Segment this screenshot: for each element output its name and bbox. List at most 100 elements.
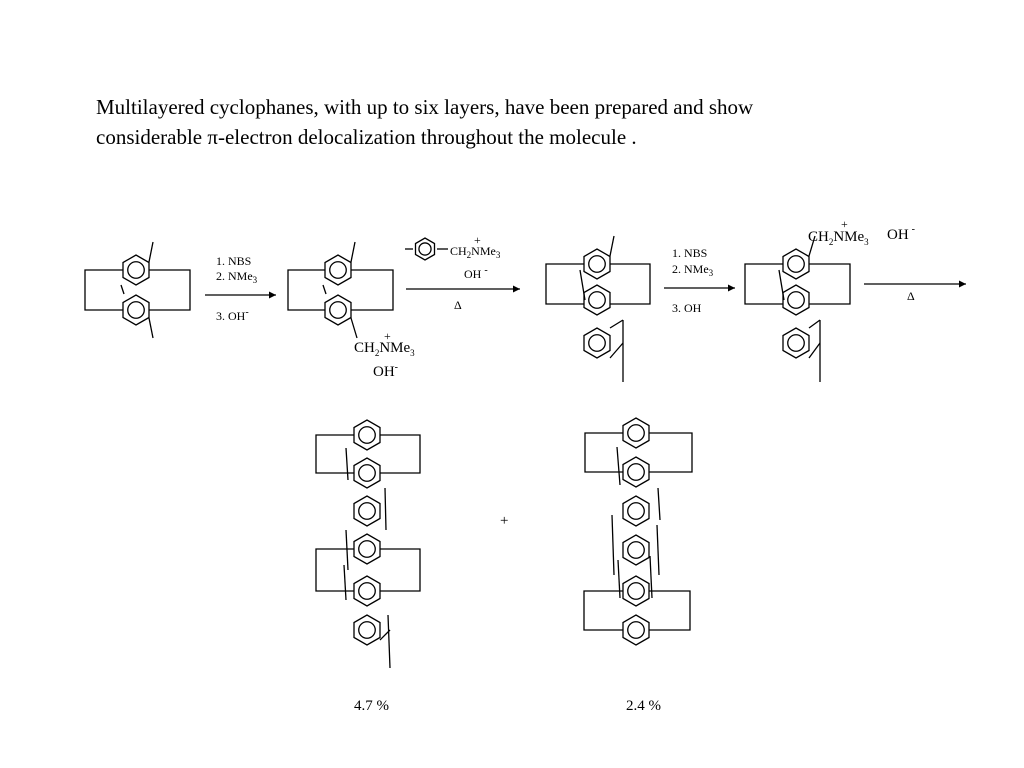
intro-line-2: considerable π-electron delocalization t… — [96, 125, 637, 149]
benzene-ring — [622, 417, 650, 449]
aromatic-circle — [358, 621, 376, 639]
bond — [609, 235, 615, 257]
aromatic-circle — [358, 540, 376, 558]
bond — [584, 432, 623, 473]
step3-reagents: 1. NBS 2. NMe3 3. OH — [672, 246, 714, 315]
bond — [609, 342, 624, 359]
aromatic-circle — [627, 541, 645, 559]
bond — [808, 235, 816, 257]
benzene-ring — [324, 254, 352, 286]
aromatic-circle — [627, 502, 645, 520]
bond — [657, 487, 661, 521]
benzene-ring — [414, 237, 436, 261]
benzene-ring — [622, 614, 650, 646]
bond — [809, 263, 851, 305]
intermediate3-label: CH2NMe3 + OH- — [808, 217, 915, 247]
benzene-ring — [353, 457, 381, 489]
aromatic-circle — [127, 301, 145, 319]
bond — [380, 548, 421, 592]
product1-yield: 4.7 % — [354, 698, 389, 714]
svg-text:OH-: OH- — [373, 362, 398, 380]
aromatic-circle — [627, 621, 645, 639]
bond — [616, 446, 621, 486]
svg-text:CH2NMe3: CH2NMe3 — [354, 340, 415, 358]
bond — [345, 529, 349, 571]
molecule-structures — [84, 235, 851, 669]
bond — [583, 590, 623, 631]
bond — [315, 434, 354, 474]
bond — [778, 269, 785, 301]
bond — [579, 269, 586, 301]
aromatic-circle — [627, 463, 645, 481]
step4-heat: Δ — [907, 289, 915, 303]
svg-text:CH2NMe3: CH2NMe3 — [450, 244, 501, 260]
intro-line-1: Multilayered cyclophanes, with up to six… — [96, 95, 754, 119]
svg-text:CH2NMe3: CH2NMe3 — [808, 229, 869, 247]
bond — [649, 555, 653, 599]
bond — [343, 564, 347, 601]
bond — [808, 319, 821, 329]
bond — [120, 284, 125, 295]
aromatic-circle — [787, 255, 805, 273]
aromatic-circle — [787, 291, 805, 309]
benzene-ring — [583, 327, 611, 359]
bond — [649, 590, 691, 631]
svg-text:+: + — [841, 217, 848, 231]
svg-text:Δ: Δ — [454, 298, 462, 312]
bond — [350, 317, 358, 339]
bond — [322, 284, 327, 295]
aromatic-circle — [418, 242, 432, 256]
bond — [315, 548, 354, 592]
aromatic-circle — [787, 334, 805, 352]
bond — [617, 559, 621, 599]
bond — [287, 269, 325, 311]
aromatic-circle — [588, 334, 606, 352]
benzene-ring — [353, 495, 381, 527]
bond — [149, 269, 191, 311]
bond — [656, 524, 660, 576]
benzene-ring — [583, 248, 611, 280]
intermediate1-label: CH2NMe3 + OH- — [354, 329, 415, 380]
bond — [148, 317, 154, 339]
benzene-ring — [353, 575, 381, 607]
bond — [545, 263, 584, 305]
svg-text:OH-: OH- — [887, 224, 915, 243]
benzene-ring — [583, 284, 611, 316]
bond — [351, 269, 394, 311]
bond — [380, 434, 421, 474]
aromatic-circle — [358, 502, 376, 520]
bond — [148, 241, 154, 263]
benzene-ring — [622, 534, 650, 566]
step2-reagents: CH2NMe3 + OH- Δ — [450, 233, 501, 312]
svg-text:3. OH-: 3. OH- — [216, 307, 249, 323]
bond — [84, 269, 123, 311]
benzene-ring — [622, 575, 650, 607]
aromatic-circle — [588, 291, 606, 309]
benzene-ring — [782, 327, 810, 359]
bond — [808, 342, 821, 359]
svg-text:1. NBS: 1. NBS — [216, 254, 251, 268]
aromatic-circle — [627, 424, 645, 442]
bond — [610, 263, 651, 305]
aromatic-circle — [588, 255, 606, 273]
benzene-ring — [353, 533, 381, 565]
aromatic-circle — [358, 464, 376, 482]
bond — [379, 629, 391, 641]
bond — [387, 614, 391, 669]
svg-text:1. NBS: 1. NBS — [672, 246, 707, 260]
bond — [609, 319, 624, 329]
svg-text:2. NMe3: 2. NMe3 — [672, 262, 714, 278]
products-plus: + — [500, 513, 508, 529]
step1-reagents: 1. NBS 2. NMe3 3. OH- — [216, 254, 258, 323]
bond — [649, 432, 693, 473]
bond — [744, 263, 783, 305]
bond — [350, 241, 356, 263]
product2-yield: 2.4 % — [626, 698, 661, 714]
benzene-ring — [353, 614, 381, 646]
benzene-ring — [122, 254, 150, 286]
aromatic-circle — [329, 261, 347, 279]
svg-text:3. OH: 3. OH — [672, 301, 702, 315]
benzene-ring — [353, 419, 381, 451]
benzene-ring — [782, 284, 810, 316]
